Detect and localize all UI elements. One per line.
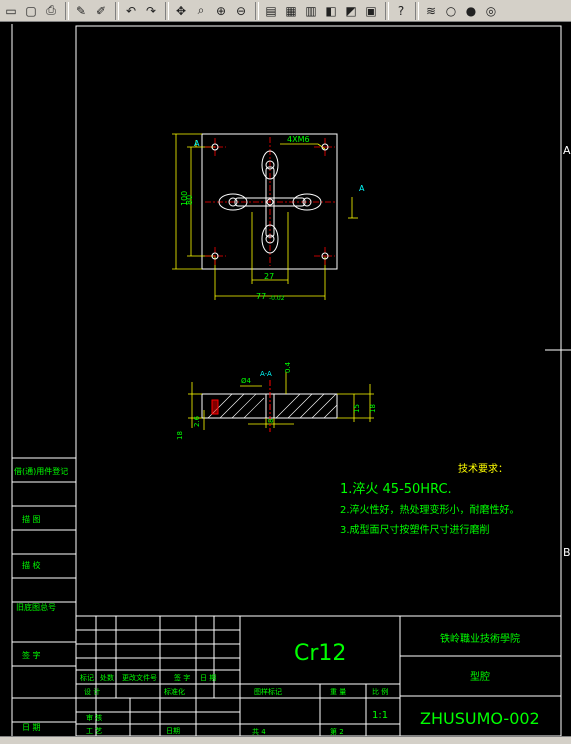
brush-icon[interactable]: ✎ — [75, 3, 87, 18]
dim-inner-width: 27 — [264, 272, 274, 281]
open-icon[interactable]: ▢ — [25, 3, 37, 18]
dim-thickness: 15 — [353, 404, 361, 413]
toolbar-separator — [385, 1, 389, 20]
help-icon[interactable]: ? — [397, 3, 405, 18]
horizontal-scrollbar[interactable] — [0, 736, 571, 744]
side-panel — [12, 457, 76, 723]
notes-line3: 3.成型面尺寸按塑件尺寸进行磨削 — [340, 523, 490, 536]
tb-change-doc: 更改文件号 — [122, 673, 157, 682]
dim-left-height: 18 — [176, 431, 184, 440]
dim-overall-width: 77 — [256, 292, 266, 301]
toolbar-separator — [415, 1, 419, 20]
section-mark-left: A — [194, 139, 200, 148]
properties-icon[interactable]: ▤ — [265, 3, 277, 18]
dim-step: 2.6 — [193, 415, 201, 427]
dim-total: 18 — [369, 404, 377, 413]
dim-overall-width-tol: -0.02 — [269, 295, 285, 302]
tb-process: 工 艺 — [86, 727, 102, 735]
notes-line2: 2.淬火性好，热处理变形小，耐磨性好。 — [340, 503, 520, 516]
standard-toolbar: ▭ ▢ ⎙ ✎ ✐ ↶ ↷ ✥ ⌕ ⊕ ⊖ ▤ ▦ ▥ ◧ ◩ ▣? ≋ ○ ● ◎ — [0, 0, 571, 22]
drawing-canvas[interactable]: A B 4XM6 100 80 27 — [0, 22, 571, 737]
section-mark-right: A — [359, 184, 365, 193]
redo-icon[interactable]: ↷ — [145, 3, 157, 18]
side-row1: 借(通)用件登记 — [14, 466, 68, 476]
tb-standardize: 标准化 — [164, 687, 185, 696]
notes-title: 技术要求： — [458, 462, 508, 475]
tb-drawing-no: ZHUSUMO-002 — [420, 709, 540, 728]
tb-date: 日 期 — [200, 674, 216, 682]
side-row3: 描 校 — [22, 560, 41, 570]
tb-approve: 日期 — [166, 727, 180, 735]
tb-material: Cr12 — [294, 641, 346, 666]
tb-design: 设 计 — [84, 687, 100, 696]
tb-sheet-total: 共 4 — [252, 727, 266, 736]
pan-icon[interactable]: ✥ — [175, 3, 187, 18]
section-view: Ø4 A-A 0.4 18 2.6 15 18 8 — [176, 361, 377, 440]
technical-notes: 技术要求： 1.淬火 45-50HRC. 2.淬火性好，热处理变形小，耐磨性好。… — [340, 462, 520, 536]
zoom-window-icon[interactable]: ⊕ — [215, 3, 227, 18]
side-row6: 日 期 — [22, 723, 41, 732]
zoom-previous-icon[interactable]: ⊖ — [235, 3, 247, 18]
tb-mark: 标记 — [80, 673, 94, 682]
side-row4: 旧底图总号 — [16, 602, 56, 612]
layers-icon[interactable]: ≋ — [425, 3, 437, 18]
print-icon[interactable]: ⎙ — [46, 3, 56, 17]
tb-review: 审 核 — [86, 713, 102, 722]
undo-icon[interactable]: ↶ — [125, 3, 137, 18]
new-icon[interactable]: ▭ — [5, 3, 17, 18]
sheet-set-icon[interactable]: ◧ — [325, 3, 337, 18]
zoom-realtime-icon[interactable]: ⌕ — [197, 3, 205, 17]
edge-label-b: B — [563, 546, 571, 559]
toolbar-separator — [165, 1, 169, 20]
design-center-icon[interactable]: ▦ — [285, 3, 297, 18]
dim-groove: 8 — [267, 419, 275, 423]
edge-label-a: A — [563, 144, 571, 157]
dim-hole-dia: Ø4 — [241, 377, 252, 385]
dim-thread: 4XM6 — [287, 135, 310, 144]
calculator-icon[interactable]: ▣ — [365, 3, 377, 18]
tb-weight-label: 重 量 — [330, 688, 346, 696]
tb-company: 铁岭職业技術學院 — [440, 632, 520, 645]
tb-scale: 1:1 — [372, 710, 388, 721]
dim-overall-height: 100 — [180, 191, 189, 206]
side-row2: 描 图 — [22, 514, 41, 524]
toolbar-separator — [65, 1, 69, 20]
tool-palette-icon[interactable]: ▥ — [305, 3, 317, 18]
title-block — [76, 615, 561, 736]
side-row5: 签 字 — [22, 650, 41, 660]
tb-part-name: 型腔 — [470, 670, 490, 683]
tb-stage-label: 图样标记 — [254, 687, 282, 696]
toolbar-separator — [255, 1, 259, 20]
toolbar-separator — [115, 1, 119, 20]
section-title: A-A — [260, 370, 272, 378]
tb-count: 处数 — [100, 673, 114, 682]
match-prop-icon[interactable]: ✐ — [95, 3, 107, 18]
tb-signature: 签 字 — [174, 673, 190, 682]
tb-sheet-no: 第 2 — [330, 727, 344, 736]
markup-icon[interactable]: ◩ — [345, 3, 357, 18]
dim-hole-spacing-v: 80 — [185, 195, 194, 205]
tb-scale-label: 比 例 — [372, 687, 388, 696]
layer-freeze-icon[interactable]: ● — [465, 3, 477, 18]
dim-top-offset: 0.4 — [284, 361, 292, 373]
plan-view: 4XM6 100 80 27 77 -0.02 A A — [172, 133, 365, 302]
notes-line1: 1.淬火 45-50HRC. — [340, 482, 452, 497]
layer-lock-icon[interactable]: ◎ — [485, 3, 497, 18]
drawing-svg[interactable]: A B 4XM6 100 80 27 — [0, 22, 571, 737]
layer-on-icon[interactable]: ○ — [445, 3, 457, 18]
